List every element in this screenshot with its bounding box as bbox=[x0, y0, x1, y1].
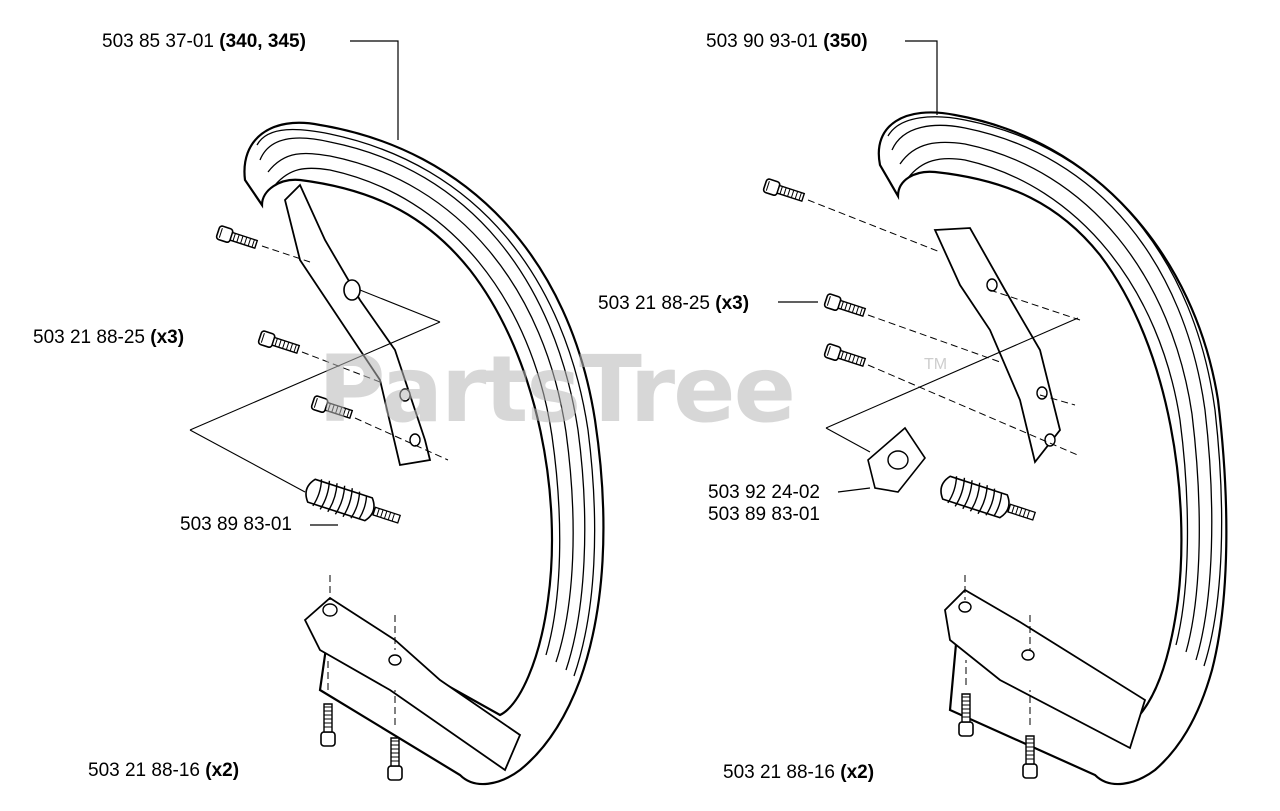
part-number: 503 85 37-01 bbox=[102, 31, 214, 52]
label-right-screw-lower: 503 21 88-16 (x2) bbox=[723, 762, 874, 784]
label-left-screw-upper: 503 21 88-25 (x3) bbox=[33, 327, 184, 349]
part-number: 503 21 88-25 bbox=[33, 327, 145, 348]
watermark-trademark: TM bbox=[924, 356, 948, 373]
label-right-spring: 503 89 83-01 bbox=[708, 504, 820, 526]
part-number: 503 21 88-16 bbox=[723, 762, 835, 783]
label-right-handle: 503 90 93-01 (350) bbox=[706, 31, 868, 53]
part-qualifier: (350) bbox=[823, 31, 868, 52]
right-handle-drawing bbox=[762, 40, 1228, 786]
part-number: 503 21 88-25 bbox=[598, 293, 710, 314]
part-qualifier: (x2) bbox=[840, 762, 875, 783]
part-number: 503 90 93-01 bbox=[706, 31, 818, 52]
label-left-screw-lower: 503 21 88-16 (x2) bbox=[88, 760, 239, 782]
label-right-bracket: 503 92 24-02 bbox=[708, 482, 820, 504]
watermark: PartsTree bbox=[318, 336, 796, 443]
label-right-screw-upper: 503 21 88-25 (x3) bbox=[598, 293, 749, 315]
left-handle-drawing bbox=[189, 40, 605, 786]
part-number: 503 89 83-01 bbox=[180, 514, 292, 535]
part-number: 503 92 24-02 bbox=[708, 482, 820, 503]
label-left-handle: 503 85 37-01 (340, 345) bbox=[102, 31, 306, 53]
label-left-spring: 503 89 83-01 bbox=[180, 514, 292, 536]
part-number: 503 89 83-01 bbox=[708, 504, 820, 525]
part-qualifier: (x3) bbox=[715, 293, 750, 314]
part-number: 503 21 88-16 bbox=[88, 760, 200, 781]
part-qualifier: (x2) bbox=[205, 760, 240, 781]
part-qualifier: (340, 345) bbox=[219, 31, 306, 52]
part-qualifier: (x3) bbox=[150, 327, 185, 348]
